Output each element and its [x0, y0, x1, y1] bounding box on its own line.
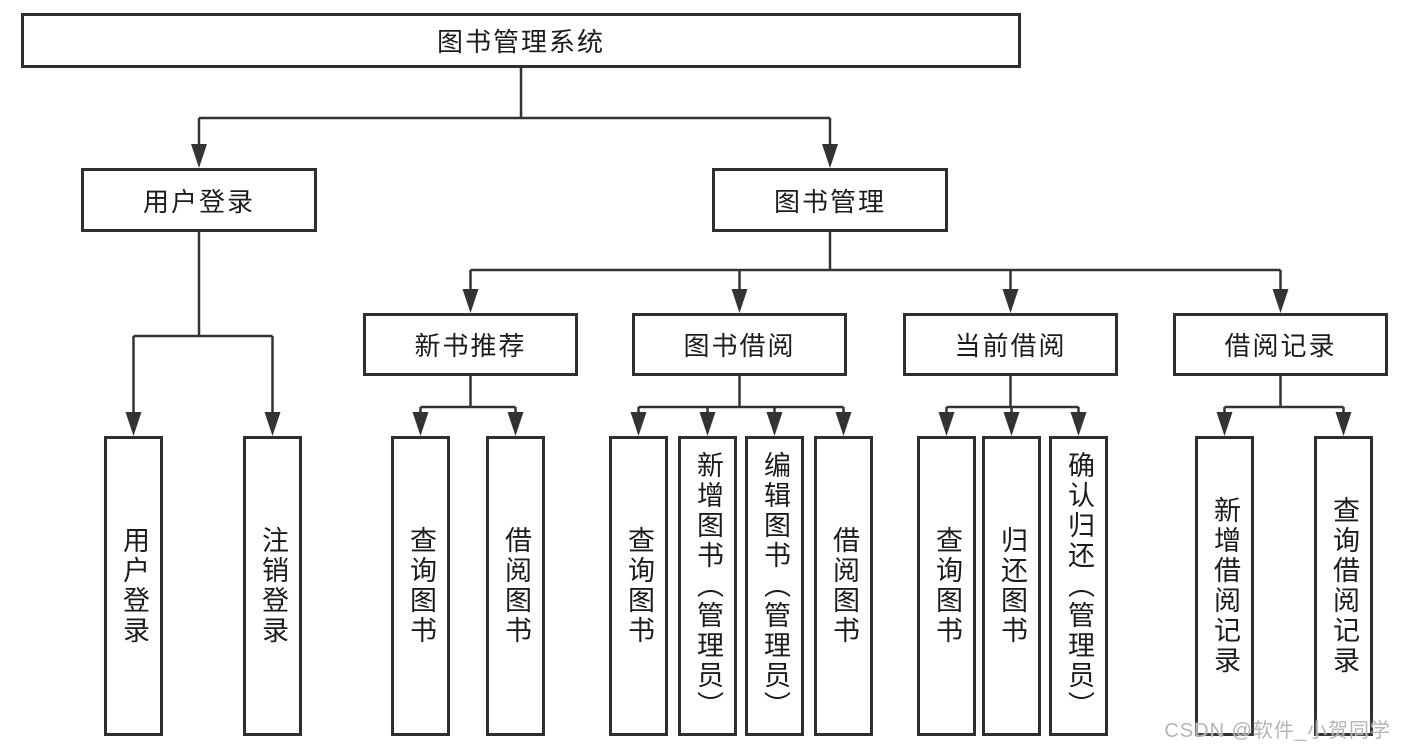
node-book-management: 图书管理: [712, 168, 948, 232]
leaf-records-query-record-label: 查询借阅记录: [1329, 496, 1359, 676]
leaf-logout-label: 注销登录: [258, 526, 288, 646]
node-current-borrowing: 当前借阅: [903, 313, 1118, 376]
leaf-current-query-books-label: 查询图书: [932, 526, 962, 646]
leaf-records-query-record: 查询借阅记录: [1314, 436, 1373, 736]
leaf-current-confirm-return-admin: 确认归还（管理员）: [1049, 436, 1108, 736]
node-root-label: 图书管理系统: [436, 27, 605, 57]
leaf-recommend-borrow-books-label: 借阅图书: [501, 526, 531, 646]
leaf-borrow-add-books-admin: 新增图书（管理员）: [678, 436, 737, 736]
leaf-borrow-edit-books-admin-label: 编辑图书（管理员）: [760, 451, 790, 721]
node-book-borrowing-label: 图书借阅: [683, 331, 796, 361]
leaf-user-login-label: 用户登录: [119, 526, 149, 646]
leaf-current-return-books: 归还图书: [982, 436, 1041, 736]
node-book-borrowing: 图书借阅: [632, 313, 847, 376]
leaf-borrow-borrow-books-label: 借阅图书: [829, 526, 859, 646]
node-user-login: 用户登录: [81, 168, 317, 232]
leaf-current-return-books-label: 归还图书: [997, 526, 1027, 646]
leaf-current-query-books: 查询图书: [917, 436, 976, 736]
leaf-records-add-record-label: 新增借阅记录: [1210, 496, 1240, 676]
node-root: 图书管理系统: [21, 13, 1021, 68]
leaf-borrow-query-books: 查询图书: [609, 436, 668, 736]
leaf-recommend-borrow-books: 借阅图书: [486, 436, 545, 736]
leaf-recommend-query-books-label: 查询图书: [406, 526, 436, 646]
node-borrowing-records-label: 借阅记录: [1224, 331, 1337, 361]
arrowheads: [125, 144, 1352, 436]
node-book-management-label: 图书管理: [773, 186, 886, 217]
csdn-watermark: CSDN @软件_小贺同学: [1164, 720, 1391, 742]
node-new-book-recommend-label: 新书推荐: [414, 331, 527, 361]
leaf-current-confirm-return-admin-label: 确认归还（管理员）: [1064, 451, 1094, 721]
leaf-recommend-query-books: 查询图书: [391, 436, 450, 736]
leaf-borrow-add-books-admin-label: 新增图书（管理员）: [693, 451, 723, 721]
leaf-user-login: 用户登录: [104, 436, 163, 736]
leaf-borrow-borrow-books: 借阅图书: [814, 436, 873, 736]
leaf-borrow-edit-books-admin: 编辑图书（管理员）: [745, 436, 804, 736]
node-user-login-label: 用户登录: [142, 186, 255, 217]
node-new-book-recommend: 新书推荐: [363, 313, 578, 376]
node-current-borrowing-label: 当前借阅: [954, 331, 1067, 361]
leaf-borrow-query-books-label: 查询图书: [624, 526, 654, 646]
leaf-logout: 注销登录: [243, 436, 302, 736]
node-borrowing-records: 借阅记录: [1173, 313, 1388, 376]
leaf-records-add-record: 新增借阅记录: [1195, 436, 1254, 736]
